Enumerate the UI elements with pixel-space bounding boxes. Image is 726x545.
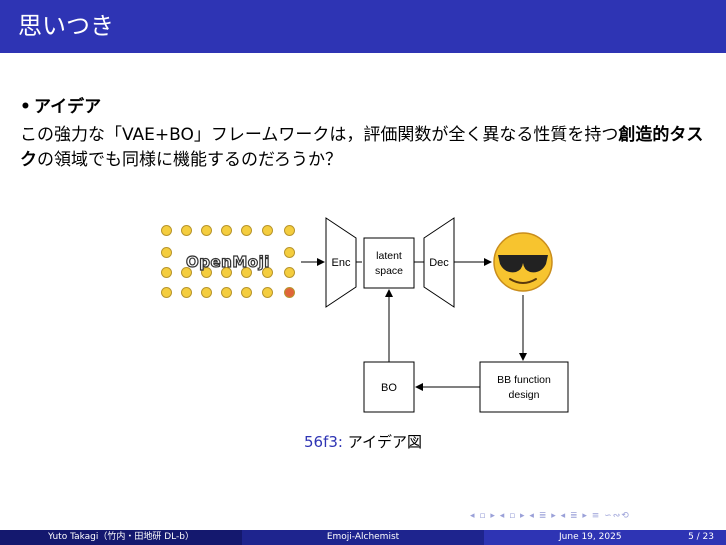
para-bold: 創造的タスク <box>20 125 704 170</box>
emoji-icon <box>201 225 212 236</box>
emoji-icon <box>161 287 172 298</box>
bullet-heading: •アイデア <box>20 92 101 117</box>
emoji-icon <box>161 247 172 258</box>
footer-author: Yuto Takagi（竹内・田地研 DL-b） <box>0 530 242 545</box>
body-paragraph: この強力な「VAE+BO」フレームワークは，評価関数が全く異なる性質を持つ創造的… <box>20 123 710 173</box>
bo-box <box>363 361 415 413</box>
emoji-icon <box>284 287 295 298</box>
bb-label-line1: BB function <box>497 374 551 386</box>
emoji-icon <box>181 267 192 278</box>
openmoji-dataset-image <box>158 219 301 304</box>
decoder-label: Dec <box>429 257 449 269</box>
emoji-icon <box>181 225 192 236</box>
sunglasses-emoji-icon <box>493 232 553 292</box>
emoji-icon <box>221 267 232 278</box>
slide-footer: Yuto Takagi（竹内・田地研 DL-b） Emoji-Alchemist… <box>0 530 726 545</box>
caption-number: 56f3: <box>304 433 343 451</box>
openmoji-logo: OpenMoji <box>185 252 270 271</box>
emoji-icon <box>284 225 295 236</box>
caption-text: アイデア図 <box>342 433 422 451</box>
emoji-icon <box>241 225 252 236</box>
footer-right: June 19, 2025 5 / 23 <box>484 530 726 545</box>
emoji-icon <box>241 267 252 278</box>
decoder-shape <box>423 217 455 308</box>
emoji-icon <box>161 225 172 236</box>
beamer-navigation-icons[interactable]: ◂ ▫ ▸ ◂ ▫ ▸ ◂ ≣ ▸ ◂ ≣ ▸ ≡ ∽∾⟲ <box>470 511 630 521</box>
bullet-text: アイデア <box>34 97 102 117</box>
para-post: の領域でも同様に機能するのだろうか？ <box>37 150 342 170</box>
emoji-icon <box>262 287 273 298</box>
emoji-icon <box>241 287 252 298</box>
slide-header: 思いつき <box>0 0 726 53</box>
encoder-label: Enc <box>332 257 351 269</box>
footer-date: June 19, 2025 <box>559 532 622 542</box>
latent-label-line1: latent <box>376 250 402 262</box>
emoji-icon <box>221 225 232 236</box>
encoder-shape <box>325 217 357 308</box>
emoji-icon <box>284 247 295 258</box>
bb-function-box <box>479 361 569 413</box>
emoji-icon <box>262 267 273 278</box>
bb-label-line2: design <box>509 389 540 401</box>
emoji-icon <box>262 225 273 236</box>
emoji-icon <box>181 287 192 298</box>
latent-label-line2: space <box>375 265 403 277</box>
emoji-icon <box>284 267 295 278</box>
figure-caption: 56f3: アイデア図 <box>0 431 726 452</box>
bullet-marker: • <box>20 97 31 117</box>
emoji-icon <box>161 267 172 278</box>
emoji-icon <box>201 287 212 298</box>
slide-title: 思いつき <box>18 12 114 40</box>
bo-label: BO <box>381 382 397 394</box>
footer-page-number: 5 / 23 <box>688 532 714 542</box>
emoji-icon <box>201 267 212 278</box>
latent-space-box <box>363 237 415 289</box>
para-pre: この強力な「VAE+BO」フレームワークは，評価関数が全く異なる性質を持つ <box>20 125 619 145</box>
footer-project: Emoji-Alchemist <box>242 530 484 545</box>
emoji-icon <box>221 287 232 298</box>
